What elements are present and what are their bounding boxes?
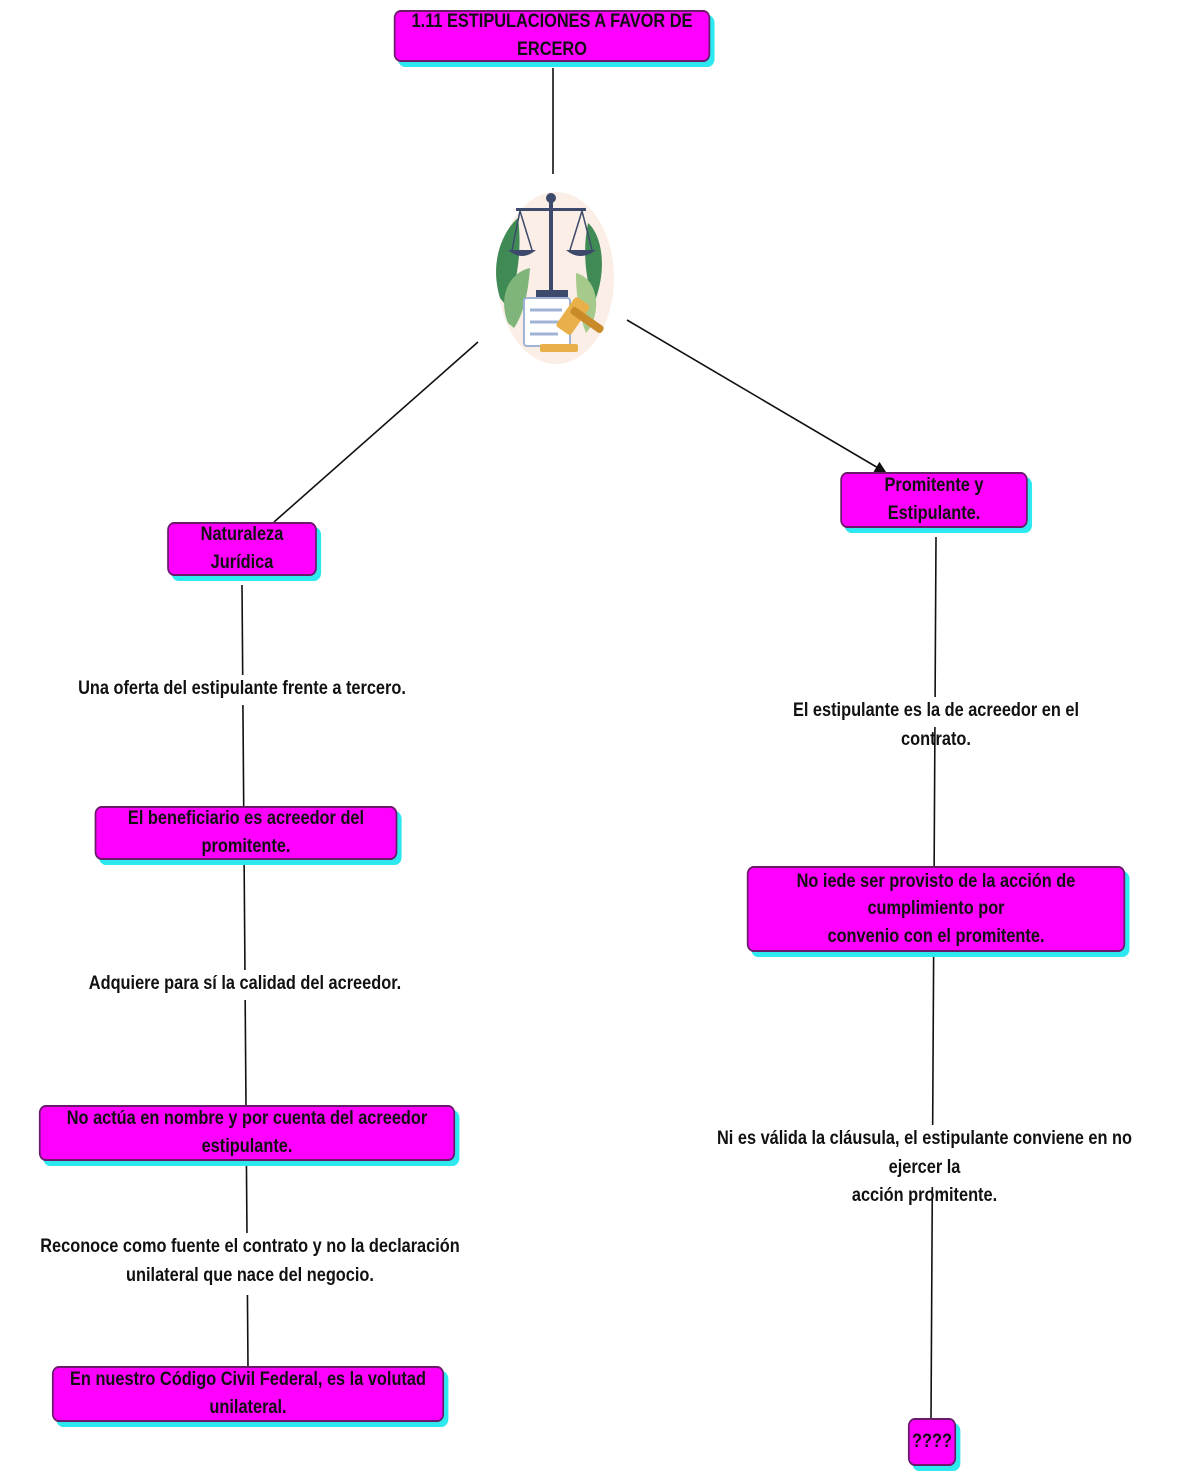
label-adquiere-calidad: Adquiere para sí la calidad del acreedor… [85,970,405,1000]
label-estipulante-acreedor: El estipulante es la de acreedor en el c… [758,697,1114,750]
label-clausula-valida: Ni es válida la cláusula, el estipulante… [703,1125,1146,1206]
node-no-actua-nombre[interactable]: No actúa en nombre y por cuenta del acre… [38,1105,456,1161]
justice-scale-gavel-icon [478,178,628,368]
node-accion-cumplimiento-line-2: convenio con el promitente. [827,925,1045,947]
label-clausula-valida-line-2: acción promitente. [851,1185,998,1206]
node-question-marks[interactable]: ???? [907,1418,957,1466]
label-clausula-valida-line-1: Ni es válida la cláusula, el estipulante… [716,1128,1133,1178]
label-reconoce-fuente: Reconoce como fuente el contrato y no la… [35,1233,465,1295]
label-oferta-estipulante: Una oferta del estipulante frente a terc… [59,675,425,705]
title-node[interactable]: 1.11 ESTIPULACIONES A FAVOR DE ERCERO [393,10,711,62]
node-accion-cumplimiento-line-1: No iede ser provisto de la acción de cum… [796,870,1076,920]
node-promitente-estipulante[interactable]: Promitente y Estipulante. [840,472,1028,528]
label-reconoce-fuente-line-1: Reconoce como fuente el contrato y no la… [40,1236,460,1257]
connector-right-chain [930,536,937,1421]
node-accion-cumplimiento[interactable]: No iede ser provisto de la acción de cum… [746,866,1126,952]
node-codigo-civil-federal[interactable]: En nuestro Código Civil Federal, es la v… [51,1366,445,1422]
node-beneficiario-acreedor[interactable]: El beneficiario es acreedor del promiten… [94,806,398,860]
connector-image-left [273,341,479,523]
node-naturaleza-juridica[interactable]: Naturaleza Jurídica [167,522,317,576]
connector-image-right [626,319,887,474]
label-reconoce-fuente-line-2: unilateral que nace del negocio. [126,1264,374,1286]
